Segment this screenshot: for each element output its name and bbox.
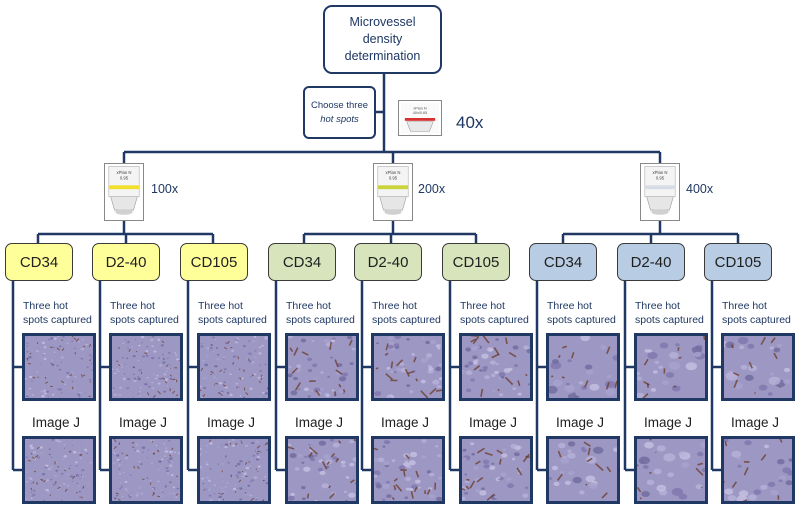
captured-line-1: Three hot [198,300,243,312]
marker-1: CD34 [5,243,73,281]
captured-caption-7: Three hot spots captured [547,299,631,327]
hotspot-image-7 [546,333,620,401]
hotspot-image-9 [721,333,795,401]
imagej-image-7 [546,436,620,504]
svg-text:40x/0.65: 40x/0.65 [413,111,427,115]
captured-line-2: spots captured [286,314,355,326]
captured-line-1: Three hot [722,300,767,312]
captured-caption-3: Three hot spots captured [198,299,282,327]
hotspot-image-6 [459,333,533,401]
marker-2: D2-40 [92,243,160,281]
captured-caption-4: Three hot spots captured [286,299,370,327]
captured-line-2: spots captured [23,314,92,326]
imagej-label-6: Image J [469,415,518,430]
imagej-image-5 [371,436,445,504]
captured-line-1: Three hot [372,300,417,312]
svg-text:0.95: 0.95 [389,176,398,181]
imagej-label-9: Image J [731,415,780,430]
captured-line-1: Three hot [635,300,680,312]
hotspot-image-4 [285,333,359,401]
magnification-label-1: 100x [151,182,179,196]
captured-line-2: spots captured [547,314,616,326]
imagej-image-6 [459,436,533,504]
marker-8: D2-40 [617,243,685,281]
svg-text:0.95: 0.95 [120,176,129,181]
imagej-image-9 [721,436,795,504]
captured-caption-2: Three hot spots captured [110,299,194,327]
root-node: Microvessel density determination [323,5,442,74]
marker-7: CD34 [529,243,597,281]
root-line-3: determination [344,49,421,63]
captured-line-1: Three hot [110,300,155,312]
captured-line-1: Three hot [547,300,592,312]
svg-text:xPlan N: xPlan N [413,107,426,111]
captured-caption-5: Three hot spots captured [372,299,456,327]
svg-text:xPlan N: xPlan N [653,170,668,175]
marker-5: D2-40 [354,243,422,281]
magnification-label-3: 400x [686,182,714,196]
captured-line-1: Three hot [23,300,68,312]
marker-4: CD34 [268,243,336,281]
svg-text:xPlan N: xPlan N [386,170,401,175]
hotspot-image-1 [22,333,96,401]
imagej-label-7: Image J [556,415,605,430]
imagej-label-3: Image J [207,415,256,430]
imagej-image-1 [22,436,96,504]
hotspot-image-8 [634,333,708,401]
captured-caption-1: Three hot spots captured [23,299,107,327]
captured-line-1: Three hot [460,300,505,312]
imagej-label-5: Image J [381,415,430,430]
captured-line-2: spots captured [198,314,267,326]
marker-9: CD105 [704,243,772,281]
choose-line-1: Choose three [310,99,369,111]
imagej-label-1: Image J [32,415,81,430]
root-line-2: density [362,32,403,46]
marker-3: CD105 [180,243,248,281]
captured-line-2: spots captured [110,314,179,326]
svg-text:0.95: 0.95 [656,176,665,181]
hotspot-image-3 [197,333,271,401]
captured-line-2: spots captured [372,314,441,326]
root-line-1: Microvessel [349,15,416,29]
captured-line-2: spots captured [635,314,704,326]
imagej-label-8: Image J [644,415,693,430]
marker-6: CD105 [442,243,510,281]
captured-line-2: spots captured [722,314,791,326]
choose-hotspots-node: Choose three hot spots [303,86,376,139]
magnification-40x-label: 40x [456,113,484,132]
imagej-image-8 [634,436,708,504]
captured-line-2: spots captured [460,314,529,326]
imagej-label-4: Image J [295,415,344,430]
imagej-image-4 [285,436,359,504]
captured-caption-6: Three hot spots captured [460,299,544,327]
captured-caption-9: Three hot spots captured [722,299,800,327]
captured-line-1: Three hot [286,300,331,312]
hotspot-image-5 [371,333,445,401]
hotspot-image-2 [109,333,183,401]
imagej-image-3 [197,436,271,504]
objective-40x-icon: xPlan N 40x/0.65 [398,100,442,136]
magnification-label-2: 200x [418,182,446,196]
choose-line-2: hot spots [320,113,359,125]
captured-caption-8: Three hot spots captured [635,299,719,327]
imagej-image-2 [109,436,183,504]
svg-text:xPlan N: xPlan N [117,170,132,175]
imagej-label-2: Image J [119,415,168,430]
